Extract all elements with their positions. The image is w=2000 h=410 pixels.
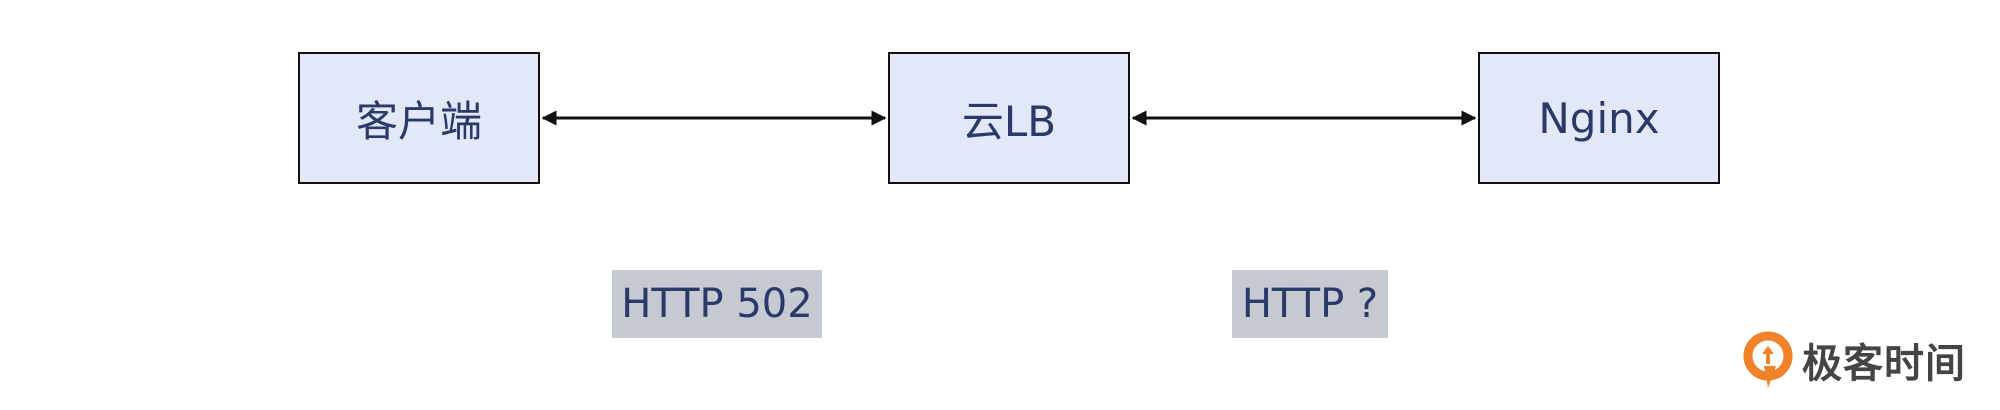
http-unknown-text: HTTP ? <box>1241 281 1379 327</box>
geektime-watermark: 极客时间 <box>1742 330 1966 390</box>
http-unknown-label: HTTP ? <box>1232 270 1388 338</box>
client-node: 客户端 <box>298 52 540 184</box>
cloud-lb-node-label: 云LB <box>961 96 1057 146</box>
geektime-logo-icon <box>1743 331 1793 388</box>
cloud-lb-node: 云LB <box>888 52 1130 184</box>
nginx-node: Nginx <box>1478 52 1720 184</box>
nginx-node-label: Nginx <box>1538 93 1660 143</box>
http-502-text: HTTP 502 <box>621 281 813 327</box>
geektime-logo-text: 极客时间 <box>1802 341 1966 387</box>
http-502-label: HTTP 502 <box>612 270 822 338</box>
client-node-label: 客户端 <box>355 96 482 146</box>
